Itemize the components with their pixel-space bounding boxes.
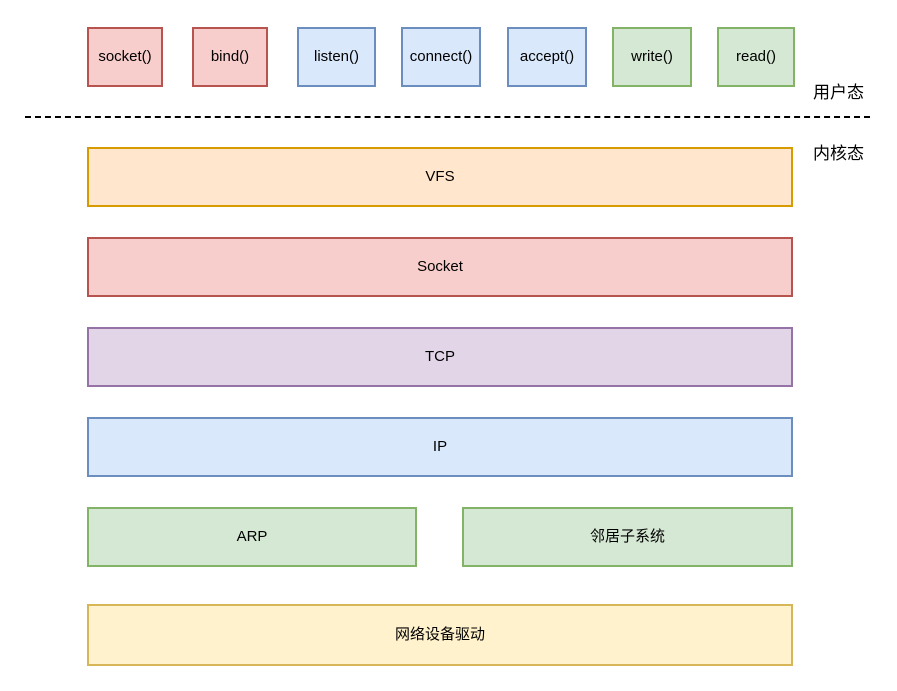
syscall-box-connect: connect() (401, 27, 481, 87)
syscall-box-listen: listen() (297, 27, 376, 87)
syscall-box-accept: accept() (507, 27, 587, 87)
kernel-mode-label: 内核态 (813, 144, 864, 163)
syscall-box-read: read() (717, 27, 795, 87)
layer-box-vfs: VFS (87, 147, 793, 207)
user-kernel-divider (25, 116, 870, 118)
layer-box-ip: IP (87, 417, 793, 477)
layer-box-arp: ARP (87, 507, 417, 567)
syscall-box-write: write() (612, 27, 692, 87)
layer-box-socket: Socket (87, 237, 793, 297)
layer-box-network-device-driver: 网络设备驱动 (87, 604, 793, 666)
layer-box-neighbor-subsystem: 邻居子系统 (462, 507, 793, 567)
layer-box-tcp: TCP (87, 327, 793, 387)
user-mode-label: 用户态 (813, 83, 864, 102)
syscall-box-socket: socket() (87, 27, 163, 87)
syscall-box-bind: bind() (192, 27, 268, 87)
